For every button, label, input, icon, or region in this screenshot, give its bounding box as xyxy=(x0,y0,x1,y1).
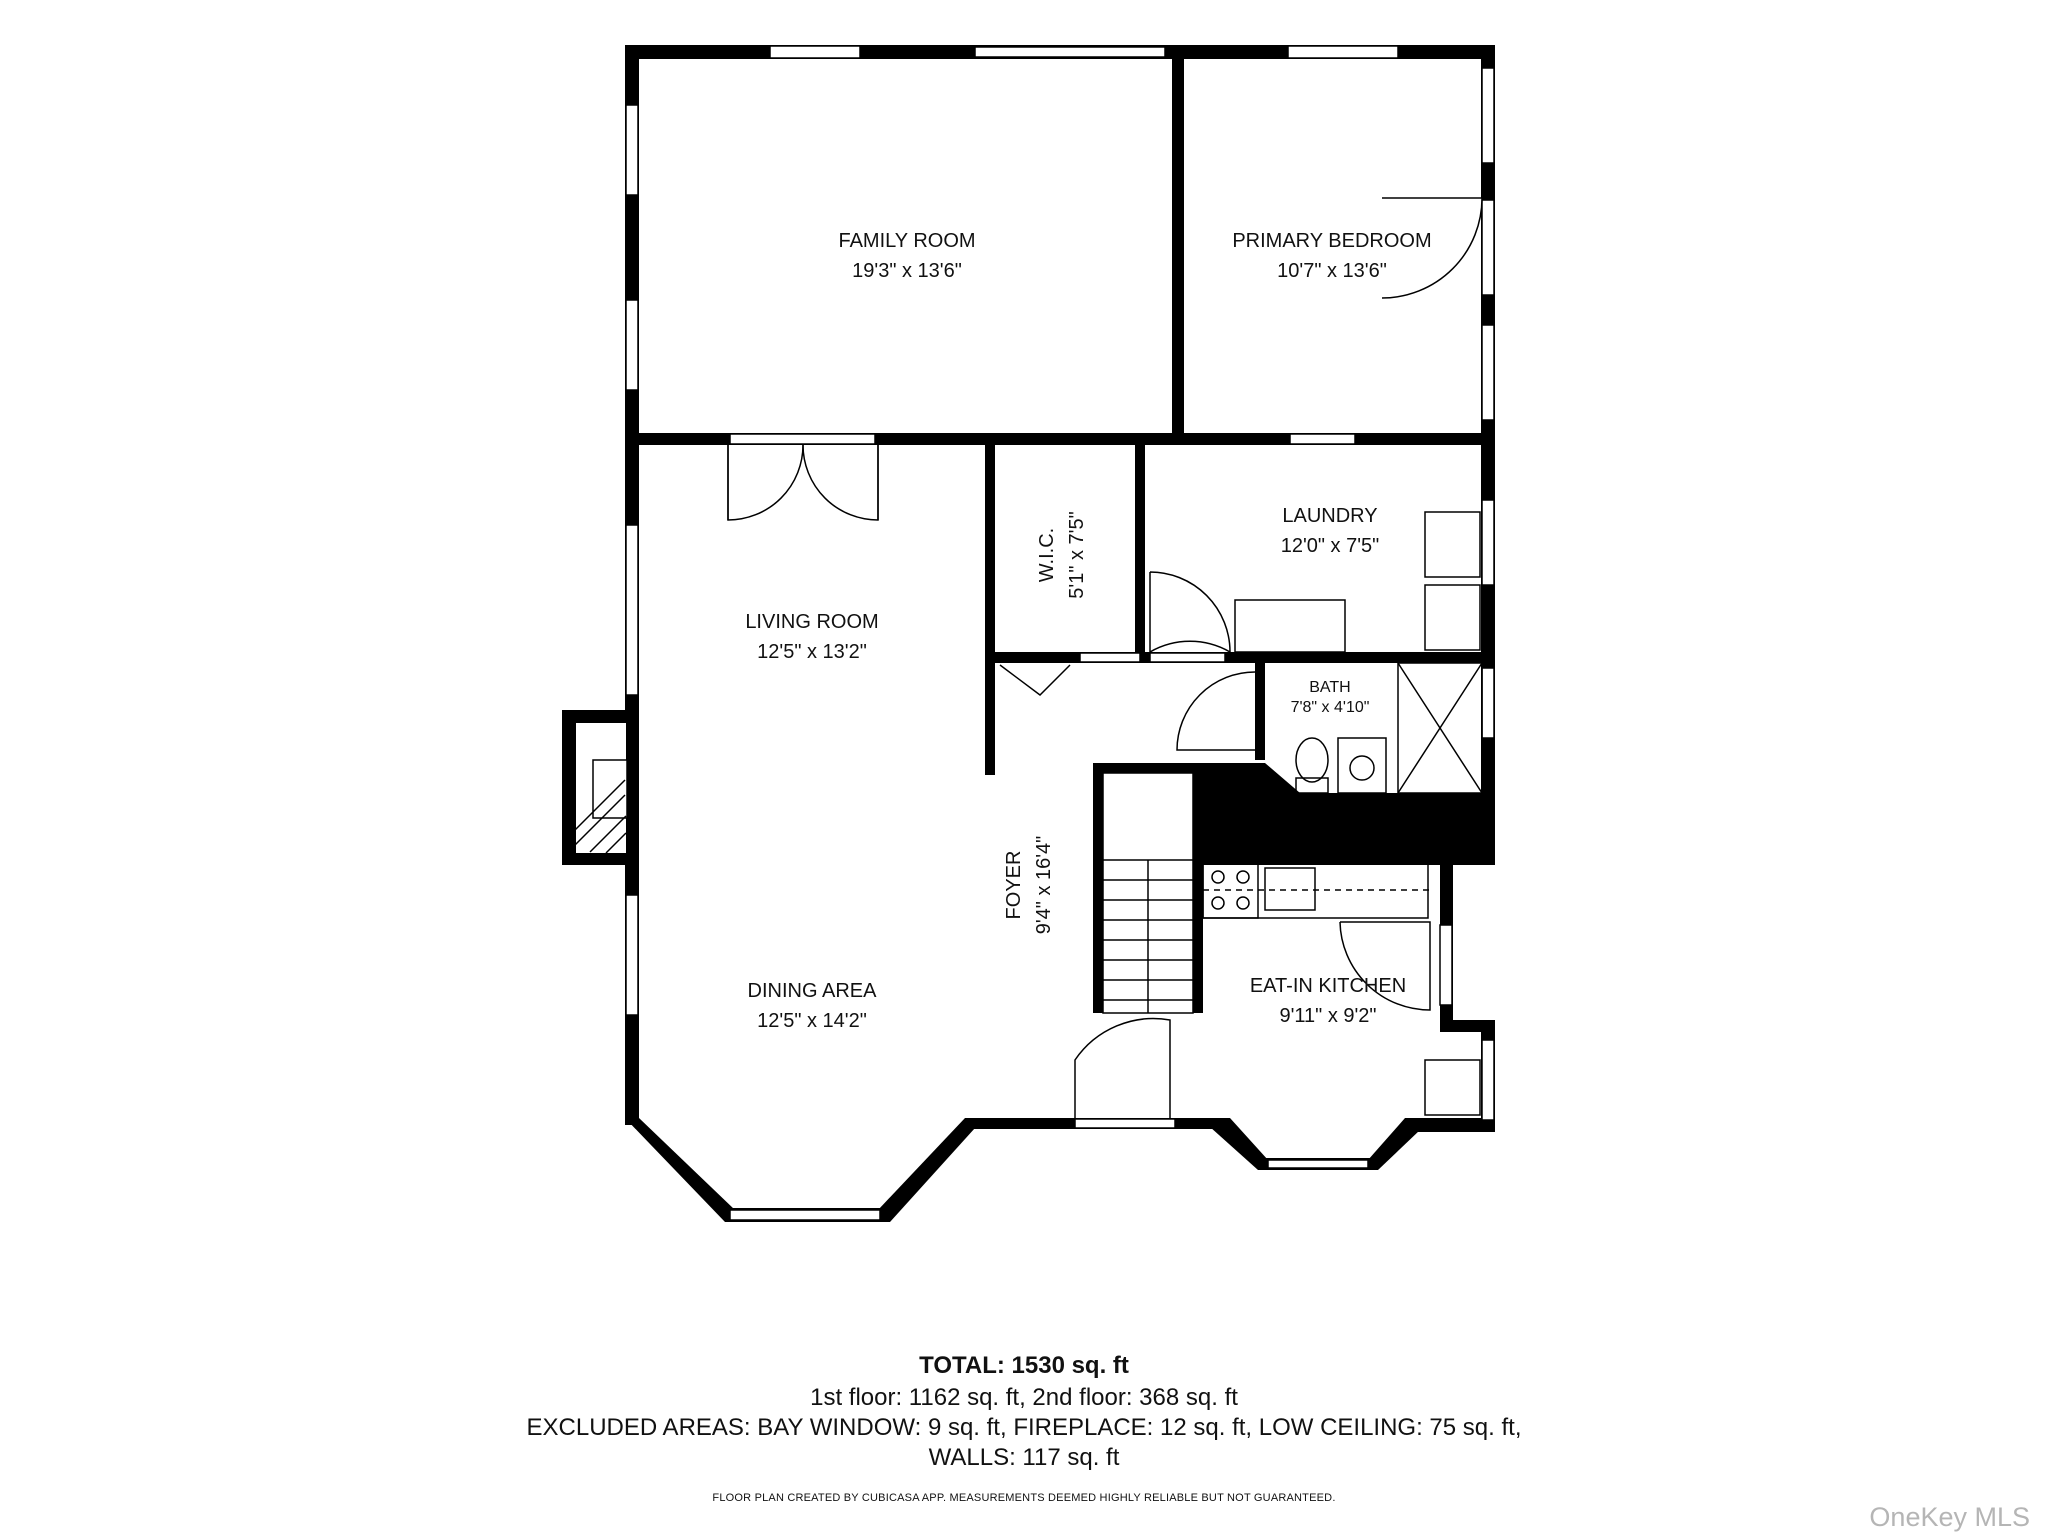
room-dims-dining: 12'5" x 14'2" xyxy=(757,1010,867,1032)
room-dims-laundry: 12'0" x 7'5" xyxy=(1281,535,1380,557)
windows xyxy=(625,45,1495,1221)
wic-laundry-wall xyxy=(1135,445,1145,660)
family-bedroom-wall xyxy=(1172,45,1184,445)
laundry-counter xyxy=(1234,599,1346,653)
sink xyxy=(1337,737,1387,794)
window xyxy=(1481,199,1495,296)
floor-plan: FAMILY ROOM 19'3" x 13'6" PRIMARY BEDROO… xyxy=(562,45,1495,1222)
window xyxy=(1074,1118,1176,1129)
door-living-right xyxy=(802,444,879,521)
room-name-dining: DINING AREA xyxy=(748,980,878,1002)
bay-left xyxy=(625,1118,735,1222)
door-living-left xyxy=(727,444,804,521)
toilet xyxy=(1295,737,1329,783)
room-name-laundry: LAUNDRY xyxy=(1282,505,1377,527)
kbay-right xyxy=(1368,1118,1420,1170)
window xyxy=(1481,667,1495,739)
window xyxy=(729,433,876,445)
door-front xyxy=(1074,1017,1171,1118)
window xyxy=(1079,652,1141,663)
window xyxy=(625,104,639,196)
right-wall-upper xyxy=(1481,45,1495,865)
fireplace-hatch xyxy=(574,779,627,854)
room-dims-bath: 7'8" x 4'10" xyxy=(1291,699,1370,716)
bay-right xyxy=(878,1118,975,1222)
window xyxy=(1481,499,1495,586)
dryer xyxy=(1424,584,1481,651)
bath-left-wall xyxy=(1255,660,1265,760)
window xyxy=(729,1209,881,1221)
sink-bowl xyxy=(1349,755,1375,781)
kitchen-notch-wall xyxy=(1440,1020,1495,1032)
room-dims-family: 19'3" x 13'6" xyxy=(852,260,962,282)
door-bath xyxy=(1176,671,1256,751)
laundry-bottom-wall xyxy=(995,652,1495,663)
stair-top-wall xyxy=(1093,763,1195,773)
floor-areas: 1st floor: 1162 sq. ft, 2nd floor: 368 s… xyxy=(810,1384,1238,1411)
shower xyxy=(1397,662,1483,794)
watermark: OneKey MLS xyxy=(1869,1502,2030,1532)
bottom-wall-right xyxy=(1405,1118,1495,1132)
excluded-areas: EXCLUDED AREAS: BAY WINDOW: 9 sq. ft, FI… xyxy=(526,1414,1522,1441)
window xyxy=(625,894,639,1016)
window xyxy=(1481,324,1495,421)
room-dims-foyer: 9'4" x 16'4" xyxy=(1033,836,1055,935)
door-wic xyxy=(999,664,1071,696)
room-dims-living: 12'5" x 13'2" xyxy=(757,641,867,663)
door-primary-bedroom xyxy=(1381,197,1483,299)
kbay-left xyxy=(1200,1118,1268,1170)
room-dims-wic: 5'1" x 7'5" xyxy=(1066,511,1088,598)
walls xyxy=(562,45,1495,1222)
room-name-primary-bedroom: PRIMARY BEDROOM xyxy=(1232,230,1431,252)
room-name-family: FAMILY ROOM xyxy=(838,230,975,252)
walls-area: WALLS: 117 sq. ft xyxy=(928,1444,1120,1471)
fixtures xyxy=(1102,511,1483,1116)
window xyxy=(1481,67,1495,164)
window xyxy=(769,45,861,59)
toilet-tank xyxy=(1295,777,1329,794)
window xyxy=(1289,433,1356,445)
kitchen-sink xyxy=(1264,867,1316,911)
window xyxy=(1287,45,1399,59)
low-ceiling-block xyxy=(1195,763,1495,865)
window xyxy=(1439,924,1453,1006)
window xyxy=(1481,1039,1495,1121)
stair-left-wall xyxy=(1093,763,1103,1013)
room-dims-primary-bedroom: 10'7" x 13'6" xyxy=(1277,260,1387,282)
stairs xyxy=(1102,772,1194,1014)
door-kitchen xyxy=(1339,921,1431,1011)
total-area: TOTAL: 1530 sq. ft xyxy=(919,1352,1129,1379)
doors xyxy=(727,197,1483,1118)
window xyxy=(625,299,639,391)
room-name-foyer: FOYER xyxy=(1003,851,1025,920)
kitchen-cabinet xyxy=(1424,1059,1481,1116)
room-name-bath: BATH xyxy=(1309,679,1350,696)
window xyxy=(1149,652,1226,663)
window xyxy=(974,46,1166,58)
room-name-kitchen: EAT-IN KITCHEN xyxy=(1250,975,1406,997)
fireplace-firebox xyxy=(592,759,628,819)
wic-left-wall xyxy=(985,445,995,775)
window xyxy=(625,524,639,696)
room-dims-kitchen: 9'11" x 9'2" xyxy=(1279,1005,1376,1027)
window xyxy=(1267,1159,1369,1169)
fireplace xyxy=(574,721,628,855)
washer xyxy=(1424,511,1481,578)
disclaimer: FLOOR PLAN CREATED BY CUBICASA APP. MEAS… xyxy=(712,1492,1336,1504)
stair-right-wall xyxy=(1193,763,1203,1013)
door-laundry xyxy=(1149,571,1231,654)
room-name-wic: W.I.C. xyxy=(1036,528,1058,582)
room-name-living: LIVING ROOM xyxy=(745,611,878,633)
